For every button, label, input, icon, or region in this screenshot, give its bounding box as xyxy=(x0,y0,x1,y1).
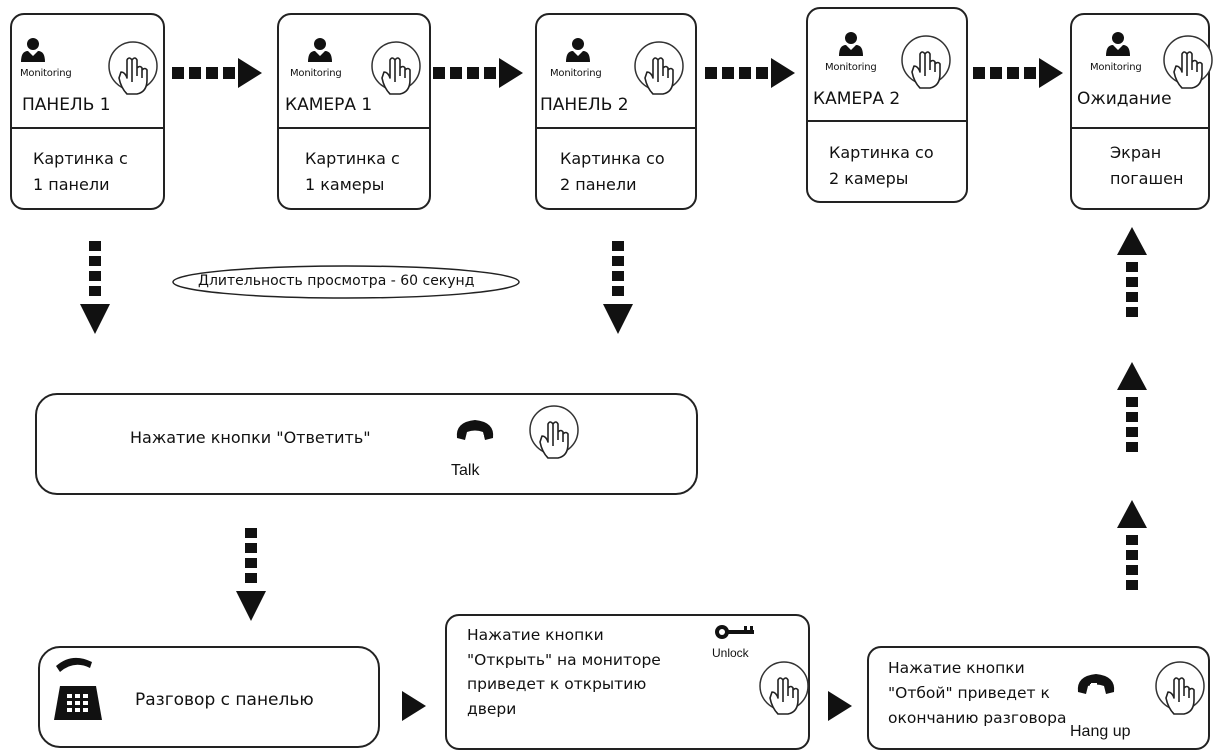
monitoring-label: Monitoring xyxy=(550,68,602,79)
talk-box xyxy=(38,646,380,748)
stage-title: ПАНЕЛЬ 2 xyxy=(540,95,629,115)
hangup-button-label: Hang up xyxy=(1070,723,1131,740)
arrow-answer-down xyxy=(236,528,266,621)
hand-press-icon xyxy=(1163,35,1213,89)
unlock-text: Нажатие кнопки "Открыть" на мониторе при… xyxy=(467,626,661,718)
unlock-button-label: Unlock xyxy=(712,646,749,660)
monitoring-label: Monitoring xyxy=(1090,62,1142,73)
arrow-up-3 xyxy=(1117,227,1147,317)
arrow-stage1-down xyxy=(80,241,110,334)
answer-box xyxy=(35,393,698,495)
arrow-unlock-to-hangup xyxy=(828,691,852,721)
stage-title: Ожидание xyxy=(1077,89,1172,109)
answer-text: Нажатие кнопки "Ответить" xyxy=(130,428,371,447)
hangup-box xyxy=(867,646,1210,750)
unlock-box xyxy=(445,614,810,750)
desk-phone-icon xyxy=(54,657,102,720)
stage-caption: Экран погашен xyxy=(1110,143,1184,188)
hand-press-icon xyxy=(634,41,684,95)
hand-press-icon xyxy=(759,661,809,715)
monitoring-label: Monitoring xyxy=(290,68,342,79)
person-icon xyxy=(308,38,332,62)
talk-button-label: Talk xyxy=(451,462,480,479)
stage-divider xyxy=(537,127,695,129)
monitoring-label: Monitoring xyxy=(825,62,877,73)
hand-press-icon xyxy=(108,41,158,95)
stage-divider xyxy=(12,127,163,129)
stage-caption: Картинка с 1 панели xyxy=(33,149,128,194)
hand-press-icon xyxy=(371,41,421,95)
duration-ellipse xyxy=(172,265,520,299)
stage-title: КАМЕРА 1 xyxy=(285,95,373,115)
arrow-talk-to-unlock xyxy=(402,691,426,721)
hand-press-icon xyxy=(901,35,951,89)
arrow-stage3-to-stage4 xyxy=(705,58,795,88)
hangup-text: Нажатие кнопки "Отбой" приведет к оконча… xyxy=(888,659,1067,727)
arrow-stage2-to-stage3 xyxy=(433,58,523,88)
person-icon xyxy=(839,32,863,56)
handset-icon xyxy=(456,420,494,441)
stage-title: ПАНЕЛЬ 1 xyxy=(22,95,111,115)
stage-divider xyxy=(279,127,429,129)
arrow-stage1-to-stage2 xyxy=(172,58,262,88)
stage-caption: Картинка со 2 панели xyxy=(560,149,665,194)
stage-camera-2 xyxy=(806,7,968,203)
person-icon xyxy=(21,38,45,62)
person-icon xyxy=(1106,32,1130,56)
arrow-stage3-down xyxy=(603,241,633,334)
stage-caption: Картинка с 1 камеры xyxy=(305,149,400,194)
stage-caption: Картинка со 2 камеры xyxy=(829,143,934,188)
stage-divider xyxy=(1072,127,1208,129)
key-icon xyxy=(715,625,754,639)
monitoring-label: Monitoring xyxy=(20,68,72,79)
duration-note: Длительность просмотра - 60 секунд xyxy=(198,273,475,289)
arrow-stage4-to-stage5 xyxy=(973,58,1063,88)
hand-press-icon xyxy=(529,405,579,459)
arrow-up-2 xyxy=(1117,362,1147,452)
stage-divider xyxy=(808,120,966,122)
arrow-up-1 xyxy=(1117,500,1147,590)
hand-press-icon xyxy=(1155,661,1205,715)
person-icon xyxy=(566,38,590,62)
talk-text: Разговор с панелью xyxy=(135,690,314,710)
stage-title: КАМЕРА 2 xyxy=(813,89,901,109)
handset-icon xyxy=(1077,674,1115,694)
